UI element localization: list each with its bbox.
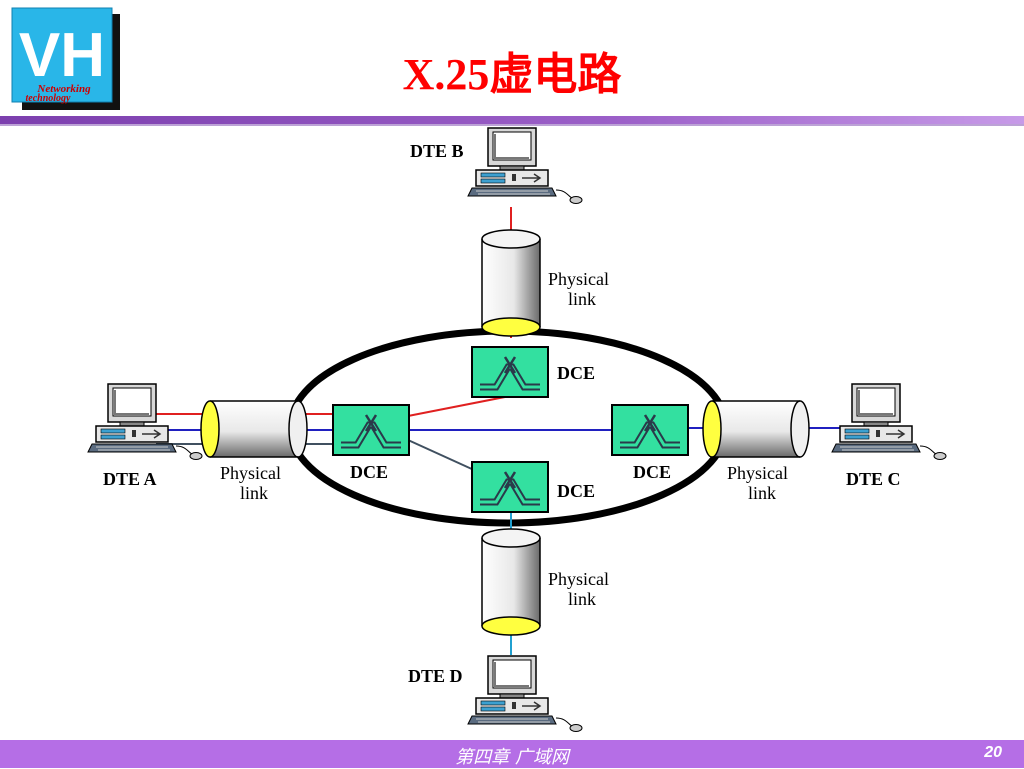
dte-a-label: DTE A bbox=[103, 469, 157, 489]
logo-line2: technology bbox=[26, 93, 72, 104]
physical-link-label-a-line2: link bbox=[240, 483, 268, 503]
dte-d-computer-icon bbox=[467, 655, 583, 733]
title-divider bbox=[0, 116, 1024, 124]
dte-b-label: DTE B bbox=[410, 141, 464, 161]
physical-link-label-a-line1: Physical bbox=[220, 463, 281, 483]
dte-a-computer-icon bbox=[87, 383, 203, 461]
footer-bar: 第四章 广域网 20 bbox=[0, 740, 1024, 768]
dte-b-computer-icon bbox=[467, 127, 583, 205]
physical-link-cylinder-b bbox=[481, 229, 541, 337]
dce-node-bottom bbox=[472, 462, 548, 512]
physical-link-label-b-line1: Physical bbox=[548, 269, 609, 289]
physical-link-label-c-line2: link bbox=[748, 483, 776, 503]
physical-link-label-c-line1: Physical bbox=[727, 463, 788, 483]
dce-node-left bbox=[333, 405, 409, 455]
dce-label-right: DCE bbox=[633, 462, 671, 482]
logo-line1: Networking bbox=[36, 83, 91, 95]
circuit-line-red bbox=[407, 395, 511, 417]
physical-link-cylinder-a bbox=[200, 400, 308, 458]
physical-link-label-d-line1: Physical bbox=[548, 569, 609, 589]
dte-c-label: DTE C bbox=[846, 469, 901, 489]
dte-c-computer-icon bbox=[831, 383, 947, 461]
title-divider-thin bbox=[0, 124, 1024, 126]
dte-d-label: DTE D bbox=[408, 666, 463, 686]
dce-node-right bbox=[612, 405, 688, 455]
dce-label-top: DCE bbox=[557, 363, 595, 383]
dce-label-bottom: DCE bbox=[557, 481, 595, 501]
physical-link-cylinder-c bbox=[702, 400, 810, 458]
physical-link-label-b-line2: link bbox=[568, 289, 596, 309]
dce-node-top bbox=[472, 347, 548, 397]
physical-link-label-d-line2: link bbox=[568, 589, 596, 609]
slide-title: X.25虚电路 bbox=[402, 50, 622, 99]
physical-link-cylinder-d bbox=[481, 528, 541, 636]
page-number: 20 bbox=[984, 744, 1002, 761]
logo-letters: VH bbox=[19, 21, 105, 90]
circuit-line-slate bbox=[407, 439, 475, 471]
dce-label-left: DCE bbox=[350, 462, 388, 482]
footer-chapter: 第四章 广域网 bbox=[455, 747, 569, 768]
logo: VH Networking technology bbox=[11, 7, 120, 110]
